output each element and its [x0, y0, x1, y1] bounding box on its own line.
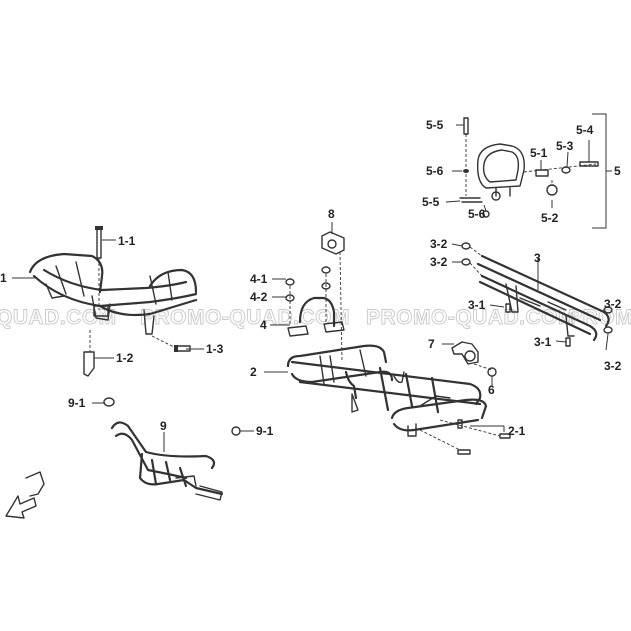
label-5-6-b: 5-6 [468, 207, 486, 221]
label-1-2: 1-2 [116, 351, 134, 365]
label-5-5-b: 5-5 [422, 195, 440, 209]
label-3-1-b: 3-1 [534, 335, 552, 349]
label-3-1-a: 3-1 [468, 298, 486, 312]
label-2: 2 [250, 365, 257, 379]
label-1: 1 [0, 271, 7, 285]
rear-rack [286, 344, 488, 437]
label-4-2: 4-2 [250, 290, 268, 304]
plug-9-1-left [103, 397, 115, 407]
label-5: 5 [614, 164, 621, 178]
label-5-3: 5-3 [556, 139, 574, 153]
clamp-8 [321, 231, 345, 363]
rear-bars-3 [461, 242, 613, 347]
front-bumper [110, 421, 224, 501]
front-rack [28, 252, 198, 335]
label-5-2: 5-2 [541, 211, 559, 225]
bolt-2-1-a [439, 419, 501, 437]
label-5-1: 5-1 [530, 146, 548, 160]
watermark-right: PROMO-QUAD.COM [366, 306, 576, 329]
label-3-2-c: 3-2 [604, 297, 622, 311]
label-9: 9 [160, 419, 167, 433]
bolt-2-1-b [419, 429, 511, 455]
bracket-1-2 [83, 330, 95, 377]
label-5-5-a: 5-5 [426, 118, 444, 132]
label-4-1: 4-1 [250, 272, 268, 286]
part-labels: 1 1-1 1-2 1-3 2 2-1 3 3-1 3-1 3-2 3-2 3-… [0, 118, 622, 438]
label-6: 6 [488, 383, 495, 397]
bracket-7 [451, 341, 497, 377]
label-1-1: 1-1 [118, 234, 136, 248]
watermark-center: PROMO-QUAD.COM [140, 306, 350, 329]
label-5-6-a: 5-6 [426, 164, 444, 178]
bolt-1-1 [95, 226, 103, 310]
label-3-2-b: 3-2 [430, 255, 448, 269]
bolt-1-3 [151, 335, 191, 352]
label-2-1: 2-1 [508, 424, 526, 438]
plug-9-1-right [231, 426, 241, 436]
label-5-4: 5-4 [576, 123, 594, 137]
label-3-2-d: 3-2 [604, 359, 622, 373]
watermark-left: QUAD.COM [0, 306, 117, 329]
bracket-4 [285, 266, 345, 337]
label-9-1-b: 9-1 [256, 424, 274, 438]
label-3: 3 [534, 251, 541, 265]
label-8: 8 [328, 207, 335, 221]
backrest-5 [459, 117, 599, 218]
label-7: 7 [428, 337, 435, 351]
leader-lines [12, 113, 612, 452]
front-direction-arrow-icon [5, 471, 45, 519]
label-4: 4 [260, 318, 267, 332]
label-3-2-a: 3-2 [430, 237, 448, 251]
label-9-1-a: 9-1 [68, 396, 86, 410]
label-1-3: 1-3 [206, 342, 224, 356]
